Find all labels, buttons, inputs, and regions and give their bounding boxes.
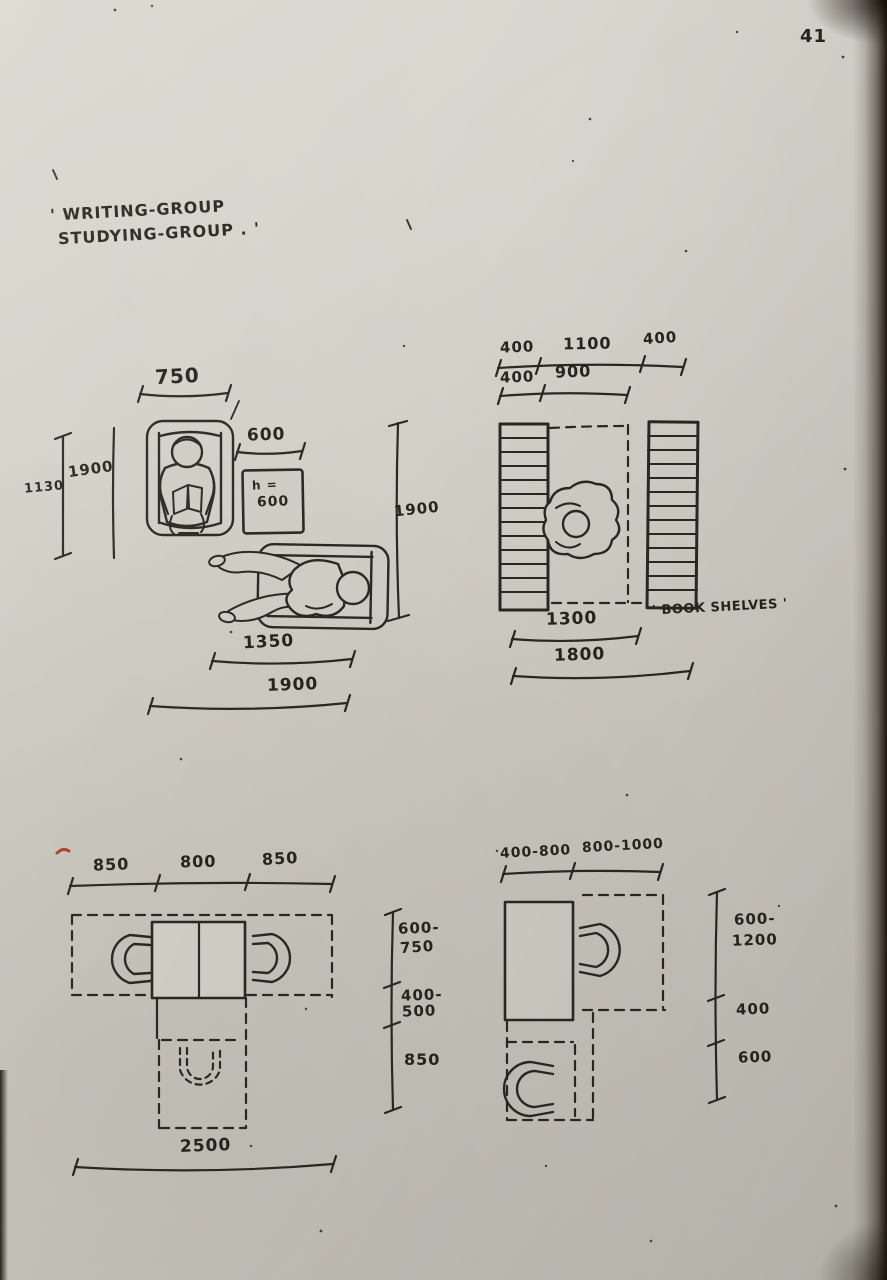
dim-line-row2 — [496, 383, 632, 406]
dim-600-table-label: 600 — [246, 424, 286, 446]
page-edge-shadow-right — [853, 0, 887, 1280]
dim-line-1350 — [208, 649, 357, 671]
side-table — [241, 468, 305, 535]
desk-group-sketch — [499, 861, 727, 1122]
book-spine-edge-left — [0, 1070, 8, 1280]
dim-row1-1100-label: 1100 — [562, 333, 612, 354]
dim-1800-label: 1800 — [553, 644, 606, 666]
bookshelf-left — [498, 422, 550, 612]
dim-600-label: 600 — [737, 1047, 773, 1067]
dim-600-1200-label-a: 600- — [733, 909, 776, 929]
page-corner-shadow-bottom-right — [817, 1220, 887, 1280]
dim-line-600-table — [233, 441, 307, 462]
dim-row1-400R-label: 400 — [642, 327, 678, 349]
armchair-2 — [256, 542, 390, 631]
dim-1300-label: 1300 — [545, 608, 598, 630]
dim-850R-label: 850 — [261, 848, 299, 869]
dim-2500-label: 2500 — [179, 1135, 232, 1157]
dim-line-right-stack — [382, 907, 403, 1115]
dim-line-1900-right — [386, 419, 411, 623]
red-mark — [55, 847, 71, 855]
dim-400-500-label-b: 500 — [401, 1001, 437, 1021]
paper-specks — [52, 4, 847, 1243]
dim-row2-400-label: 400 — [499, 367, 535, 387]
dim-1900-bottom-label: 1900 — [266, 674, 319, 696]
dim-line-1300 — [508, 626, 643, 649]
dim-850L-label: 850 — [92, 854, 130, 875]
armchair-group-sketch — [53, 383, 411, 716]
armchair-1 — [145, 400, 240, 537]
dim-line-750 — [136, 383, 233, 404]
desk — [503, 900, 575, 1022]
chair-left — [110, 933, 152, 985]
dim-1350-label: 1350 — [242, 630, 295, 654]
desk-chair — [578, 922, 621, 978]
bookshelf-right — [645, 420, 700, 610]
dim-line-1900-left — [111, 426, 116, 560]
table-group-sketch — [55, 847, 403, 1177]
bookshelf-group-sketch — [494, 354, 700, 686]
person-reclining — [208, 550, 371, 624]
person-browsing — [542, 480, 621, 560]
desk-clearance-dashed — [505, 893, 667, 1122]
chair-right — [251, 932, 292, 984]
dim-600-750-label-a: 600- — [397, 918, 440, 938]
dim-line-1800 — [509, 661, 695, 686]
dim-line-row1 — [494, 354, 688, 378]
clearance-zone-dashed — [70, 913, 334, 1130]
dim-850-side-label: 850 — [404, 1050, 441, 1069]
dim-750-label: 750 — [154, 362, 201, 390]
study-table — [150, 920, 247, 1000]
dim-800-label: 800 — [179, 851, 217, 872]
table-note-line2: 600 — [256, 493, 290, 511]
dim-line-1900-bottom — [146, 693, 352, 716]
person-reading — [158, 435, 216, 535]
dim-line-2500 — [71, 1154, 338, 1177]
dim-row1-400L-label: 400 — [499, 337, 535, 357]
dim-600-750-label-b: 750 — [399, 936, 435, 958]
dim-line-850-800-850 — [66, 872, 337, 896]
chair-optional-dashed — [178, 1046, 222, 1086]
dim-600-1200-label-b: 1200 — [731, 930, 779, 950]
table-note-line1: h = — [251, 477, 279, 493]
dim-400-label: 400 — [735, 999, 771, 1019]
dim-line-desk-right — [706, 887, 727, 1105]
aisle-dashed-lines — [548, 423, 647, 605]
page-corner-shadow-top-right — [807, 0, 887, 46]
dim-line-desk-top — [499, 861, 665, 884]
side-chair — [502, 1060, 555, 1118]
dim-line-1130 — [53, 431, 73, 561]
dim-row2-900-label: 900 — [554, 361, 592, 382]
